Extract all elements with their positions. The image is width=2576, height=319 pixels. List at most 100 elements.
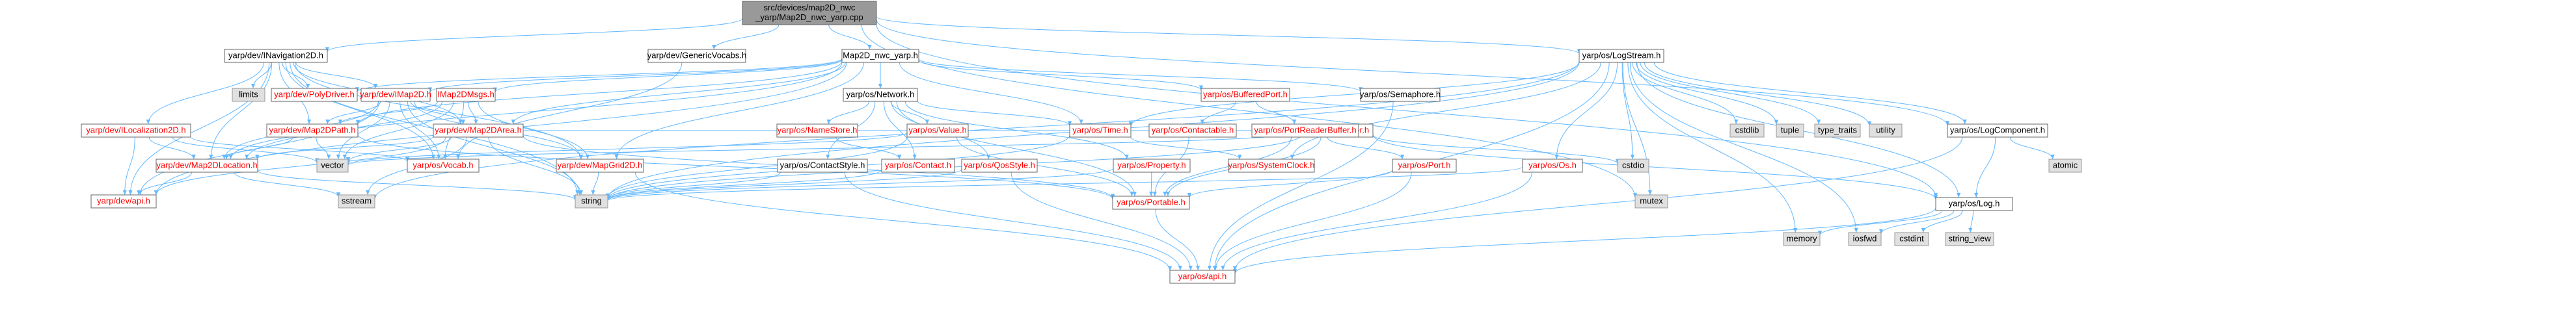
edge-map2dlocation-to-devapi: [137, 172, 193, 196]
edge-sigvector-to-log: [1372, 134, 1938, 200]
node-box-tuple: [1776, 123, 1804, 138]
edge-map2dnwc-to-bufferedport: [918, 59, 1204, 91]
node-label-value: yarp/os/Value.h: [908, 125, 966, 134]
node-semaphore[interactable]: yarp/os/Semaphore.h: [1360, 88, 1441, 102]
node-ilocalization[interactable]: yarp/dev/ILocalization2D.h: [81, 123, 191, 138]
node-contactstyle[interactable]: yarp/os/ContactStyle.h: [777, 159, 868, 173]
node-cstdio: cstdio: [1617, 159, 1649, 173]
node-mapgrid2d[interactable]: yarp/dev/MapGrid2D.h: [556, 159, 644, 173]
node-box-log: [1935, 197, 2013, 211]
node-box-bufferedport: [1200, 88, 1290, 102]
node-label-time: yarp/os/Time.h: [1072, 125, 1128, 134]
node-network[interactable]: yarp/os/Network.h: [843, 88, 918, 102]
node-label-imap2d: yarp/dev/IMap2D.h: [360, 89, 431, 99]
edge-map2dpath-to-vector: [316, 136, 331, 160]
node-label-cstdlib: cstdlib: [1735, 125, 1759, 134]
node-label-map2dnwc: Map2D_nwc_yarp.h: [843, 50, 918, 60]
node-property[interactable]: yarp/os/Property.h: [1113, 159, 1191, 173]
node-box-logcomponent: [1947, 123, 2048, 138]
node-box-semaphore: [1360, 88, 1441, 102]
node-polydriver[interactable]: yarp/dev/PolyDriver.h: [271, 88, 358, 102]
node-label-root: _yarp/Map2D_nwc_yarp.cpp: [755, 12, 863, 22]
node-label-inav: yarp/dev/INavigation2D.h: [228, 50, 323, 60]
node-box-string: [575, 194, 608, 209]
node-label-contact: yarp/os/Contact.h: [885, 160, 951, 170]
edge-ilocalization-to-devapi: [122, 136, 135, 196]
node-imap2dmsgs[interactable]: IMap2DMsgs.h: [436, 88, 496, 102]
node-contact[interactable]: yarp/os/Contact.h: [881, 159, 955, 173]
node-os[interactable]: yarp/os/Os.h: [1522, 159, 1583, 173]
node-label-logcomponent: yarp/os/LogComponent.h: [1950, 125, 2045, 134]
edge-logstream-to-iosfwd: [1629, 62, 1858, 233]
node-box-map2dnwc: [841, 49, 919, 63]
node-genvocabs[interactable]: yarp/dev/GenericVocabs.h: [647, 49, 746, 63]
node-label-property: yarp/os/Property.h: [1117, 160, 1186, 170]
edge-imap2d-to-map2dpath: [325, 101, 381, 125]
edge-value-to-vector: [346, 132, 908, 166]
node-map2dpath[interactable]: yarp/dev/Map2DPath.h: [266, 123, 359, 138]
edge-network-to-value: [890, 101, 930, 125]
edge-inav-to-ilocalization: [146, 62, 264, 125]
edge-map2dnwc-to-polydriver: [355, 58, 843, 92]
node-label-root: src/devices/map2D_nwc: [764, 3, 856, 12]
node-contactable[interactable]: yarp/os/Contactable.h: [1148, 123, 1237, 138]
edge-inav-to-imap2d: [295, 62, 378, 89]
edge-map2dnwc-to-time: [899, 62, 1083, 125]
node-atomic: atomic: [2048, 159, 2082, 173]
node-box-map2dlocation: [156, 159, 258, 173]
node-port[interactable]: yarp/os/Port.h: [1392, 159, 1457, 173]
edge-map2dpath-to-map2dlocation: [224, 136, 293, 160]
node-logcomponent[interactable]: yarp/os/LogComponent.h: [1947, 123, 2048, 138]
edge-contactstyle-to-osapi: [844, 172, 1182, 271]
node-time[interactable]: yarp/os/Time.h: [1069, 123, 1132, 138]
edge-mapgrid2d-to-osapi: [634, 172, 1173, 271]
node-portable[interactable]: yarp/os/Portable.h: [1112, 196, 1190, 210]
node-value[interactable]: yarp/os/Value.h: [906, 123, 969, 138]
node-string: string: [575, 194, 608, 209]
node-root[interactable]: src/devices/map2D_nwc_yarp/Map2D_nwc_yar…: [742, 1, 877, 25]
edge-os-to-string: [606, 166, 1523, 201]
node-log[interactable]: yarp/os/Log.h: [1935, 197, 2013, 211]
node-qosstyle[interactable]: yarp/os/QosStyle.h: [961, 159, 1038, 173]
node-box-root: [742, 1, 877, 25]
node-devapi[interactable]: yarp/dev/api.h: [90, 194, 157, 209]
edge-inav-to-vocab: [285, 62, 435, 160]
node-box-portable: [1112, 196, 1190, 210]
edge-log-to-string_view: [1968, 210, 1974, 233]
node-box-qosstyle: [961, 159, 1038, 173]
edge-logstream-to-utility: [1644, 62, 1872, 126]
node-box-devapi: [90, 194, 157, 209]
node-namestore[interactable]: yarp/os/NameStore.h: [776, 123, 858, 138]
node-label-vocab: yarp/os/Vocab.h: [413, 160, 473, 170]
node-mutex: mutex: [1634, 194, 1668, 209]
edge-imap2dmsgs-to-map2dpath: [338, 101, 439, 125]
node-utility: utility: [1869, 123, 1903, 138]
node-label-memory: memory: [1787, 233, 1817, 243]
node-label-portable: yarp/os/Portable.h: [1117, 197, 1186, 207]
node-map2dnwc[interactable]: Map2D_nwc_yarp.h: [841, 49, 919, 63]
node-portreaderbuffer[interactable]: yarp/os/PortReaderBuffer.h: [1251, 123, 1359, 138]
edge-bufferedport-to-contactable: [1200, 101, 1236, 125]
node-vocab[interactable]: yarp/os/Vocab.h: [407, 159, 480, 173]
edge-logcomponent-to-osapi: [1232, 136, 1963, 271]
node-box-contact: [881, 159, 955, 173]
edge-value-to-portable: [956, 136, 1134, 197]
node-label-genvocabs: yarp/dev/GenericVocabs.h: [647, 50, 746, 60]
node-inav[interactable]: yarp/dev/INavigation2D.h: [224, 49, 328, 63]
node-type_traits: type_traits: [1814, 123, 1861, 138]
node-box-cstdlib: [1729, 123, 1765, 138]
node-osapi[interactable]: yarp/os/api.h: [1169, 270, 1236, 284]
node-box-map2darea: [433, 123, 524, 138]
node-label-sstream: sstream: [342, 196, 372, 205]
node-systemclock[interactable]: yarp/os/SystemClock.h: [1228, 159, 1315, 173]
node-map2darea[interactable]: yarp/dev/Map2DArea.h: [433, 123, 524, 138]
node-box-cstdio: [1617, 159, 1649, 173]
node-vector: vector: [316, 159, 349, 173]
edge-port-to-portable: [1187, 170, 1393, 198]
node-bufferedport[interactable]: yarp/os/BufferedPort.h: [1200, 88, 1290, 102]
node-imap2d[interactable]: yarp/dev/IMap2D.h: [360, 88, 431, 102]
edge-qosstyle-to-string: [605, 168, 962, 201]
node-map2dlocation[interactable]: yarp/dev/Map2DLocation.h: [156, 159, 258, 173]
node-logstream[interactable]: yarp/os/LogStream.h: [1579, 49, 1664, 63]
